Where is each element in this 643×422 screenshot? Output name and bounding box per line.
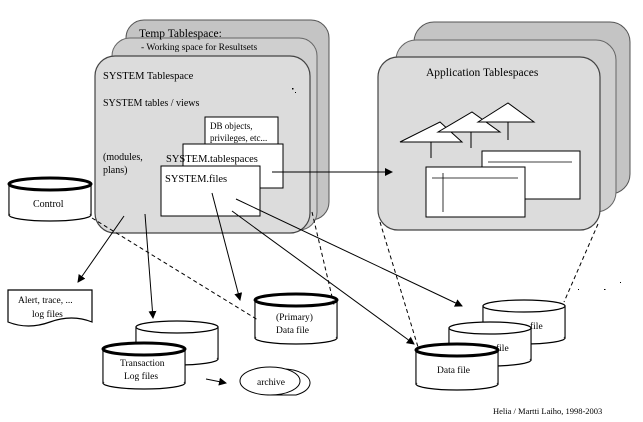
alert-log-files: Alert, trace, ... log files — [7, 289, 93, 327]
transaction-log-files: Transaction Log files — [101, 320, 219, 390]
data-file-front-label: Data file — [437, 365, 470, 376]
modules-label-line2: plans) — [103, 165, 127, 176]
table-segment-front — [425, 166, 526, 218]
transaction-log-line1: Transaction — [120, 359, 165, 369]
system-tablespaces-label: SYSTEM.tablespaces — [166, 154, 258, 165]
connectors — [77, 168, 599, 386]
system-tablespace-title: SYSTEM Tablespace — [103, 71, 194, 82]
arrow-to-data-file-front — [231, 210, 415, 345]
dashed-app-to-datafile-right — [563, 223, 599, 303]
modules-label-line1: (modules, — [103, 152, 143, 163]
data-file-mid-label: file — [496, 343, 509, 354]
control-label: Control — [33, 199, 64, 210]
system-tables-views-label: SYSTEM tables / views — [103, 98, 199, 109]
dashed-control-to-primary — [91, 217, 259, 321]
primary-data-file-line1: (Primary) — [276, 312, 313, 323]
arrow-to-transaction-log — [144, 213, 157, 319]
control-file: Control — [7, 176, 93, 222]
temp-tablespace-subtitle: - Working space for Resultsets — [141, 42, 258, 53]
archive-shape — [239, 366, 301, 396]
data-file-back-label: file — [530, 321, 543, 332]
system-files-box — [160, 165, 261, 217]
dashed-app-to-datafile-left — [379, 221, 419, 348]
archive: archive — [239, 366, 311, 396]
db-objects-line2: privileges, etc... — [210, 133, 267, 143]
arrow-to-primary-data-file — [211, 192, 243, 301]
archive-label: archive — [257, 378, 285, 388]
application-tablespaces: Application Tablespaces — [377, 21, 631, 231]
alert-log-document — [7, 289, 93, 327]
credit-text: Helia / Martti Laiho, 1998-2003 — [493, 406, 602, 416]
alert-log-line2: log files — [32, 309, 63, 320]
primary-data-file-line2: Data file — [276, 325, 309, 336]
temp-tablespace-title: Temp Tablespace: — [139, 28, 222, 40]
arrow-to-data-file-back — [235, 198, 463, 307]
data-files-stack: file file Data file — [414, 299, 566, 391]
index-node-3 — [476, 102, 536, 123]
transaction-log-line2: Log files — [124, 371, 158, 382]
system-files-label: SYSTEM.files — [165, 174, 227, 185]
scan-specks — [292, 88, 621, 290]
arrow-to-alert-log — [77, 215, 125, 283]
dashed-system-to-primary — [311, 211, 335, 306]
alert-log-line1: Alert, trace, ... — [18, 296, 73, 306]
primary-data-file: (Primary) Data file — [253, 292, 339, 345]
system-tablespace: SYSTEM Tablespace SYSTEM tables / views … — [94, 55, 311, 234]
db-objects-line1: DB objects, — [210, 121, 253, 131]
application-tablespaces-title: Application Tablespaces — [426, 67, 539, 79]
arrow-to-archive — [205, 377, 227, 386]
